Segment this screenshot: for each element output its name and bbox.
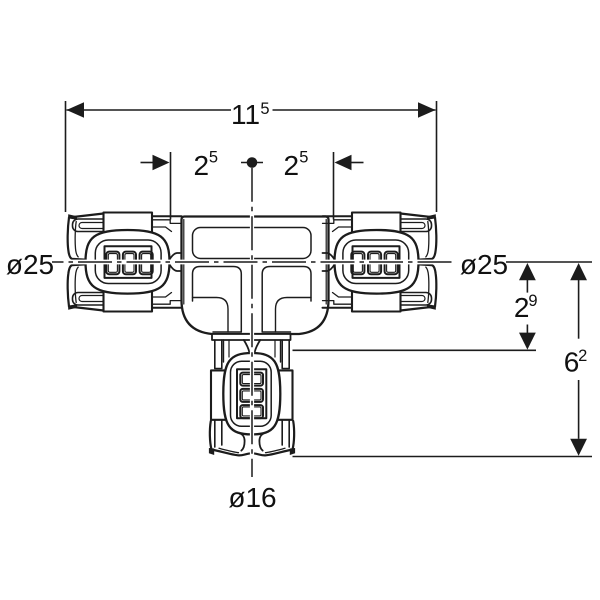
- svg-text:2: 2: [194, 150, 210, 181]
- svg-text:ø16: ø16: [228, 482, 276, 513]
- svg-text:5: 5: [209, 149, 218, 167]
- svg-text:ø25: ø25: [6, 249, 54, 280]
- svg-text:2: 2: [578, 347, 587, 365]
- svg-text:6: 6: [564, 346, 580, 377]
- svg-text:5: 5: [260, 100, 269, 118]
- svg-text:2: 2: [514, 292, 530, 323]
- svg-text:ø25: ø25: [460, 249, 508, 280]
- svg-text:5: 5: [299, 149, 308, 167]
- svg-text:11: 11: [231, 99, 260, 130]
- svg-text:2: 2: [284, 150, 300, 181]
- svg-text:9: 9: [528, 292, 537, 310]
